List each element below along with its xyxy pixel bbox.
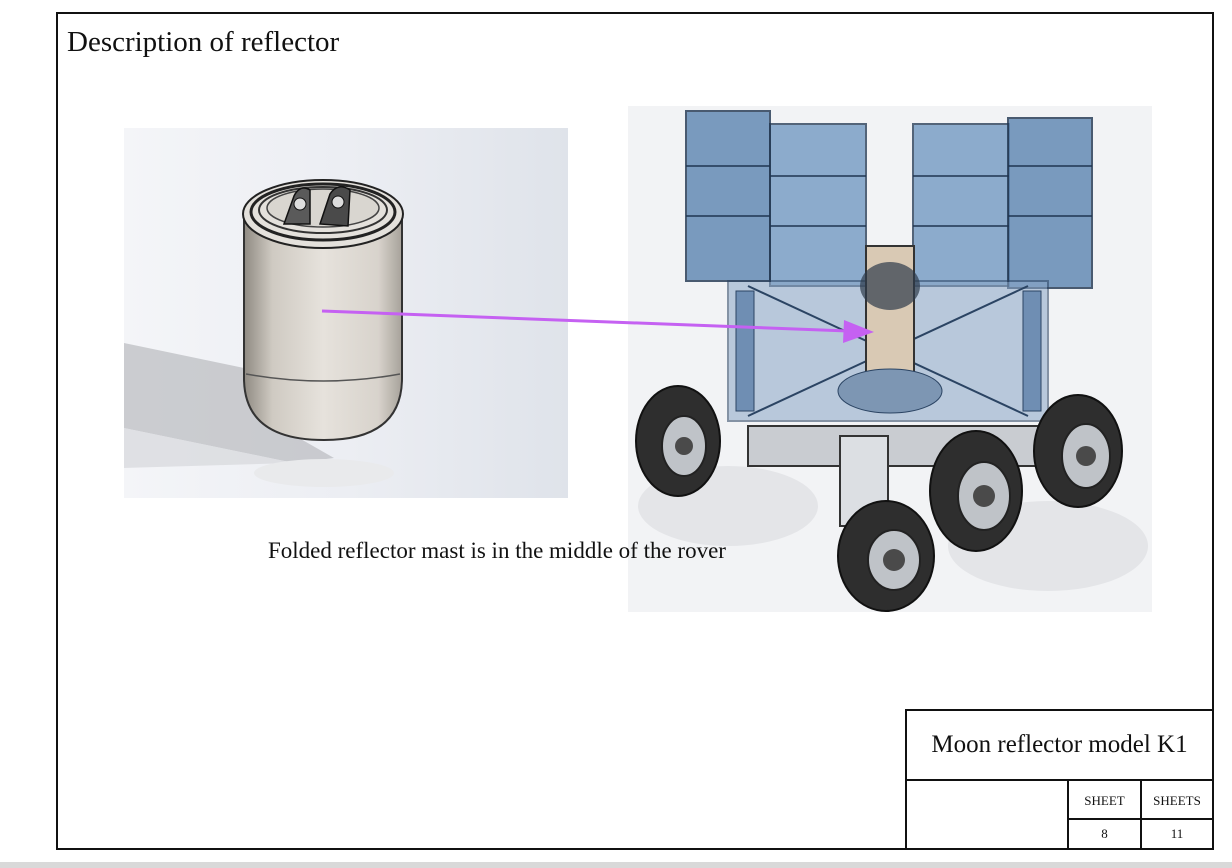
title-block: Moon reflector model K1 SHEET SHEETS 8 1…	[905, 709, 1214, 850]
sheet-label: SHEET	[1084, 792, 1125, 808]
figure-caption: Folded reflector mast is in the middle o…	[268, 538, 726, 563]
reflector-canister-image	[124, 128, 568, 498]
sheets-total: 11	[1170, 826, 1184, 841]
page-title: Description of reflector	[67, 26, 340, 58]
sheets-label: SHEETS	[1153, 792, 1201, 808]
drawing-frame	[56, 12, 1214, 850]
model-name: Moon reflector model K1	[907, 711, 1212, 781]
bottom-border-strip	[0, 862, 1232, 868]
rover-image	[628, 106, 1152, 612]
sheet-number: 8	[1101, 826, 1108, 841]
